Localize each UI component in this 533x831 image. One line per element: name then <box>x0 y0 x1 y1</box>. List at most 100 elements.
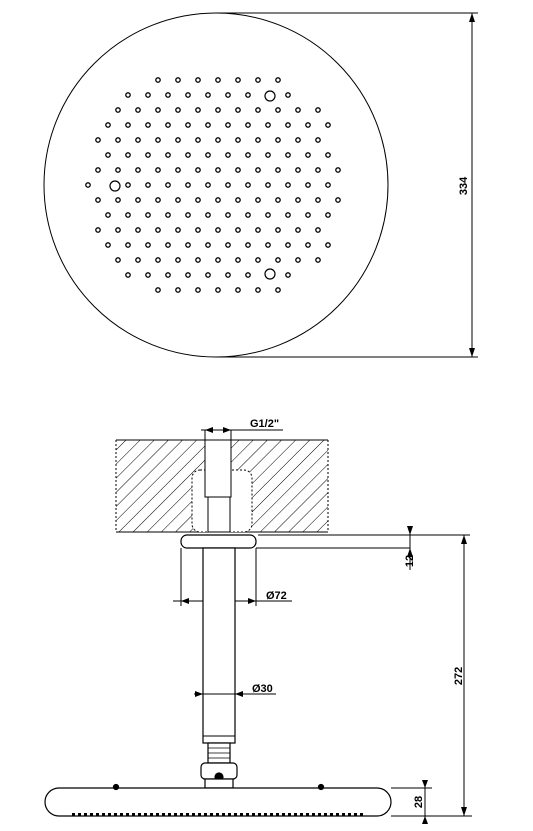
nozzle <box>165 242 171 248</box>
nozzle <box>205 152 211 158</box>
nozzle <box>125 122 131 128</box>
nozzle <box>215 137 221 143</box>
nozzle <box>275 287 281 293</box>
nozzle <box>185 212 191 218</box>
nozzle <box>215 107 221 113</box>
nozzle <box>205 182 211 188</box>
nozzle <box>165 92 171 98</box>
nozzle <box>185 122 191 128</box>
shower-arm <box>202 547 236 744</box>
nozzle <box>325 212 331 218</box>
nozzle <box>155 197 161 203</box>
nozzle-tip <box>282 813 285 816</box>
nozzle <box>255 287 261 293</box>
nozzle-tip <box>222 813 225 816</box>
nozzle-tip <box>300 813 303 816</box>
nozzle <box>235 287 241 293</box>
nozzle <box>225 212 231 218</box>
mounting-hole <box>264 90 276 102</box>
nozzle <box>275 107 281 113</box>
nozzle-tip <box>294 813 297 816</box>
nozzle <box>235 107 241 113</box>
nozzle-tip <box>276 813 279 816</box>
nozzle <box>275 197 281 203</box>
nozzle <box>235 137 241 143</box>
nozzle <box>135 197 141 203</box>
nozzle <box>185 92 191 98</box>
nozzle <box>205 92 211 98</box>
nozzle-tip <box>168 813 171 816</box>
diameter-dimension <box>216 12 478 358</box>
nozzle-tip <box>150 813 153 816</box>
nozzle <box>335 197 341 203</box>
nozzle <box>145 122 151 128</box>
nozzle <box>135 107 141 113</box>
nozzle <box>115 257 121 263</box>
nozzle-tip <box>138 813 141 816</box>
nozzle-tip <box>240 813 243 816</box>
nozzle <box>295 257 301 263</box>
nozzle <box>285 152 291 158</box>
nozzle <box>215 257 221 263</box>
nozzle-tip <box>114 813 117 816</box>
nozzle <box>175 257 181 263</box>
nozzle <box>185 152 191 158</box>
nozzle <box>145 92 151 98</box>
nozzle <box>195 77 201 83</box>
nozzle <box>325 122 331 128</box>
nozzle <box>165 272 171 278</box>
nozzle-tip <box>252 813 255 816</box>
nozzle <box>285 212 291 218</box>
nozzle <box>115 137 121 143</box>
shower-head-outline <box>43 12 389 358</box>
nozzle <box>195 227 201 233</box>
nozzle-tip <box>84 813 87 816</box>
nozzle-tip <box>90 813 93 816</box>
nozzle <box>155 227 161 233</box>
nozzle <box>325 182 331 188</box>
nozzle-tip <box>108 813 111 816</box>
nozzle-tip <box>360 813 363 816</box>
nozzle <box>185 272 191 278</box>
nozzle <box>145 152 151 158</box>
nozzle <box>275 137 281 143</box>
nozzle <box>115 107 121 113</box>
nozzle <box>175 137 181 143</box>
nozzle <box>125 182 131 188</box>
nozzle-tip <box>348 813 351 816</box>
nozzle <box>245 212 251 218</box>
nozzle-tip <box>96 813 99 816</box>
nozzle <box>215 287 221 293</box>
nozzle <box>125 92 131 98</box>
nozzle-tip <box>330 813 333 816</box>
nozzle <box>225 92 231 98</box>
nozzle-tip <box>342 813 345 816</box>
nozzle <box>235 77 241 83</box>
arm-dimension <box>194 691 276 697</box>
nozzle <box>295 227 301 233</box>
nozzle <box>225 272 231 278</box>
nozzle <box>155 77 161 83</box>
nozzle-tip <box>162 813 165 816</box>
height-label: 272 <box>453 667 465 685</box>
nozzle <box>215 167 221 173</box>
nozzle <box>195 167 201 173</box>
nozzle <box>135 137 141 143</box>
nozzle <box>285 122 291 128</box>
nozzle-tip <box>306 813 309 816</box>
nozzle <box>195 197 201 203</box>
offset-label: 12 <box>404 555 416 567</box>
nozzle <box>115 227 121 233</box>
nozzle <box>245 242 251 248</box>
nozzle <box>315 257 321 263</box>
nozzle <box>235 167 241 173</box>
nozzle-tip <box>354 813 357 816</box>
nozzle <box>285 182 291 188</box>
nozzle <box>95 227 101 233</box>
nozzle <box>125 152 131 158</box>
nozzle <box>315 227 321 233</box>
nozzle <box>315 107 321 113</box>
nozzle <box>245 122 251 128</box>
nozzle <box>245 152 251 158</box>
nozzle <box>285 242 291 248</box>
